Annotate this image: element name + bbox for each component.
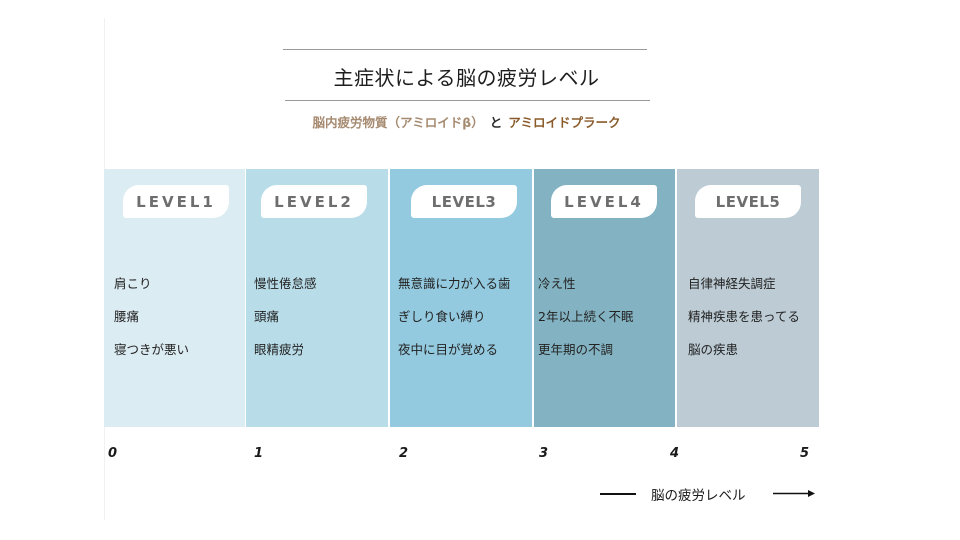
- symptom-item: 自律神経失調症: [688, 276, 776, 291]
- symptom-item: ぎしり食い縛り: [398, 309, 486, 324]
- symptom-list-1: 肩こり 腰痛 寝つきが悪い: [114, 276, 189, 375]
- subtitle-conjunction: と: [489, 115, 503, 130]
- symptom-item: 無意識に力が入る歯: [398, 276, 511, 291]
- symptom-item: 頭痛: [254, 309, 280, 324]
- title-top-rule: [283, 49, 647, 50]
- axis-label: 脳の疲労レベル: [651, 488, 746, 504]
- level-badge-2: LEVEL2: [261, 185, 367, 218]
- axis-caption: 脳の疲労レベル: [600, 484, 816, 504]
- subtitle: 脳内疲労物質（アミロイドβ） とアミロイドプラーク: [283, 112, 650, 131]
- symptom-item: 慢性倦怠感: [254, 276, 317, 291]
- symptom-item: 眼精疲労: [254, 342, 305, 357]
- title-bottom-rule: [285, 100, 650, 101]
- symptom-item: 腰痛: [114, 309, 140, 324]
- symptom-item: 夜中に目が覚める: [398, 342, 499, 357]
- symptom-item: 精神疾患を患ってる: [688, 309, 800, 324]
- level-column-3: LEVEL3 無意識に力が入る歯 ぎしり食い縛り 夜中に目が覚める: [390, 169, 532, 427]
- symptom-list-4: 冷え性 2年以上続く不眠 更年期の不調: [538, 276, 633, 375]
- level-badge-4: LEVEL4: [551, 185, 657, 218]
- subtitle-amyloid-beta: 脳内疲労物質（アミロイドβ）: [312, 115, 484, 130]
- symptom-item: 冷え性: [538, 276, 576, 291]
- symptom-list-3: 無意識に力が入る歯 ぎしり食い縛り 夜中に目が覚める: [398, 276, 511, 375]
- scale-tick-4: 4: [670, 446, 680, 461]
- right-arrow-icon: [773, 490, 815, 497]
- level-badge-5: LEVEL5: [695, 185, 801, 218]
- page-title: 主症状による脳の疲労レベル: [333, 66, 600, 90]
- level-column-4: LEVEL4 冷え性 2年以上続く不眠 更年期の不調: [534, 169, 675, 427]
- scale-tick-3: 3: [539, 446, 549, 461]
- symptom-item: 寝つきが悪い: [114, 342, 190, 357]
- axis-line-left: [600, 493, 636, 495]
- scale-tick-5: 5: [800, 446, 810, 461]
- level-badge-3: LEVEL3: [411, 185, 517, 218]
- level-columns: LEVEL1 肩こり 腰痛 寝つきが悪い LEVEL2 慢性倦怠感 頭痛 眼精疲…: [104, 169, 819, 427]
- scale-tick-2: 2: [399, 446, 409, 461]
- symptom-item: 更年期の不調: [538, 342, 614, 357]
- scale-tick-0: 0: [108, 446, 118, 461]
- symptom-list-2: 慢性倦怠感 頭痛 眼精疲労: [254, 276, 317, 375]
- level-badge-1: LEVEL1: [123, 185, 229, 218]
- symptom-item: 2年以上続く不眠: [538, 309, 634, 324]
- scale-tick-1: 1: [254, 446, 264, 461]
- symptom-item: 脳の疾患: [688, 342, 739, 357]
- level-column-2: LEVEL2 慢性倦怠感 頭痛 眼精疲労: [246, 169, 388, 427]
- level-column-5: LEVEL5 自律神経失調症 精神疾患を患ってる 脳の疾患: [677, 169, 819, 427]
- symptom-item: 肩こり: [114, 276, 152, 291]
- symptom-list-5: 自律神経失調症 精神疾患を患ってる 脳の疾患: [688, 276, 800, 375]
- subtitle-amyloid-plaque: アミロイドプラーク: [508, 115, 621, 130]
- level-column-1: LEVEL1 肩こり 腰痛 寝つきが悪い: [104, 169, 245, 427]
